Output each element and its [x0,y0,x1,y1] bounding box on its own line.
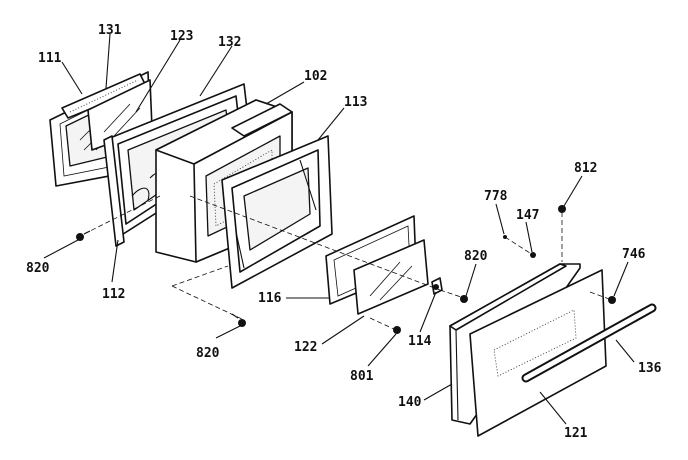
callout-114: 114 [408,334,432,349]
outer-glass-121 [469,269,607,437]
callout-820-right: 820 [464,249,488,264]
callout-116: 116 [258,291,282,306]
leader-lines [43,33,635,425]
callout-801: 801 [350,369,374,384]
callout-132: 132 [218,35,241,50]
screw-820-right [460,295,468,303]
callout-812: 812 [574,161,597,176]
callout-131: 131 [98,23,122,38]
screw-820-left [76,230,91,241]
callout-121: 121 [564,426,588,441]
callout-140: 140 [398,395,422,410]
callout-820-left: 820 [26,261,50,276]
callout-778: 778 [484,189,508,204]
callout-122: 122 [294,340,317,355]
screw-820-bottom [231,313,246,327]
inner-liner-113 [221,135,333,289]
callout-102: 102 [304,69,327,84]
screw-801 [393,326,401,334]
callout-820-bottom: 820 [196,346,220,361]
hardware-114-dot [433,284,439,290]
inner-door-panel-112 [103,135,125,247]
screw-812 [558,205,566,213]
callout-123: 123 [170,29,193,44]
callout-746: 746 [622,247,646,262]
window-glass-122 [353,239,429,315]
callout-147: 147 [516,208,539,223]
assembly-lines [83,195,613,331]
door-handle-136 [521,303,657,383]
callout-labels: 111 131 123 132 102 113 820 112 116 820 … [26,23,662,441]
bushing-746 [608,296,616,304]
callout-136: 136 [638,361,662,376]
callout-113: 113 [344,95,367,110]
callout-111: 111 [38,51,62,66]
callout-112: 112 [102,287,125,302]
